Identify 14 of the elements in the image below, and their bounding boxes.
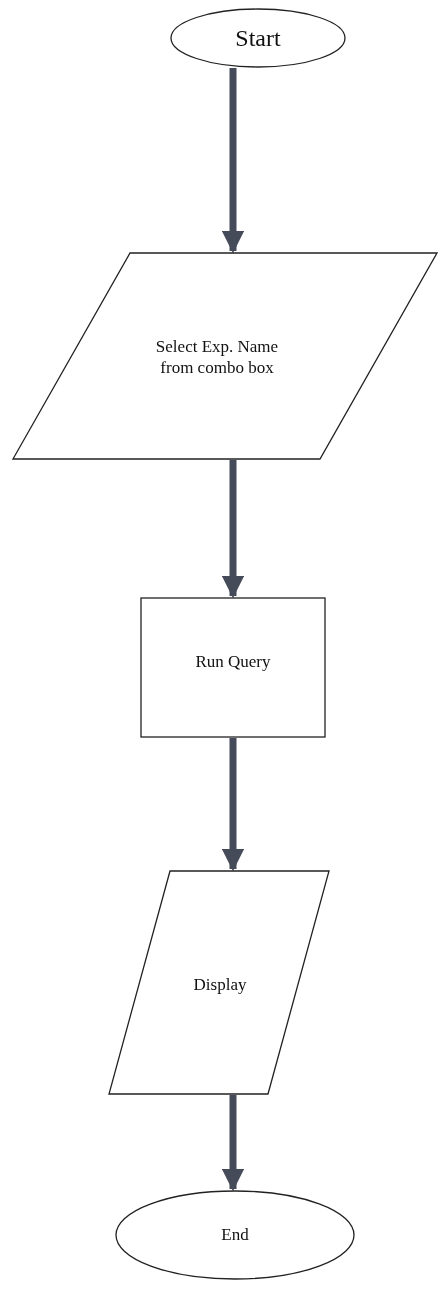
output-parallelogram xyxy=(108,870,330,1095)
arrow xyxy=(221,460,245,599)
arrow xyxy=(221,738,245,872)
node-label: Start xyxy=(234,24,282,53)
node-label: Run Query xyxy=(194,651,272,674)
node-label: Display xyxy=(192,974,248,997)
start-terminal xyxy=(170,8,346,68)
end-terminal xyxy=(115,1190,355,1280)
process-box xyxy=(140,597,326,738)
input-parallelogram xyxy=(12,252,438,460)
arrow xyxy=(221,68,245,254)
node-label: Select Exp. Name from combo box xyxy=(154,335,280,379)
arrow xyxy=(221,1095,245,1192)
node-label: End xyxy=(220,1224,250,1247)
